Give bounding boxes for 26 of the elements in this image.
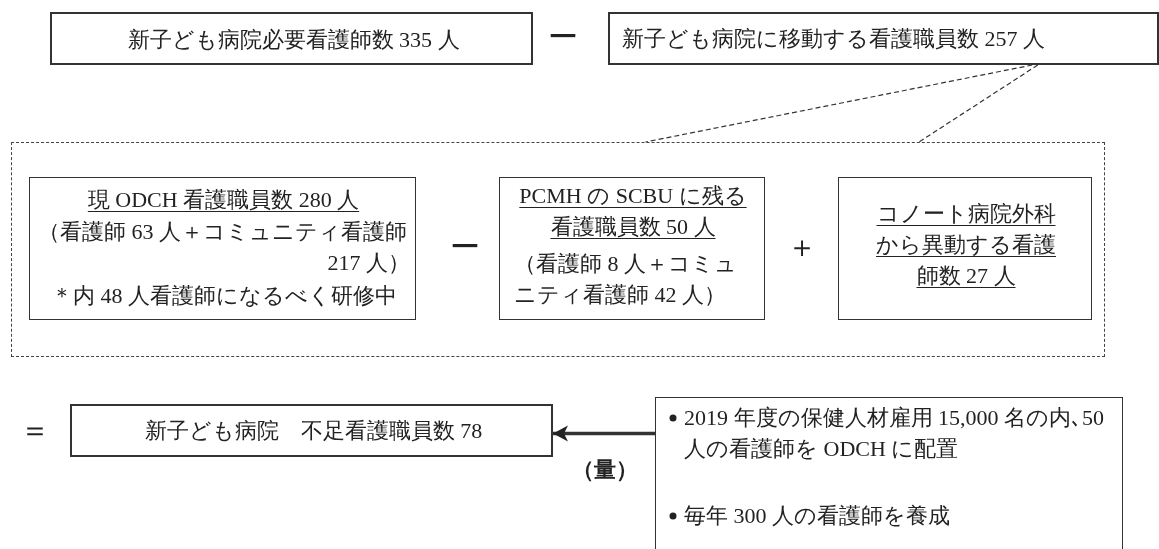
leader-line <box>918 64 1039 143</box>
note-box <box>655 397 1123 549</box>
process-box <box>29 177 416 320</box>
node-text: 新子ども病院 不足看護職員数 78 <box>143 417 484 445</box>
group-box <box>11 142 1105 357</box>
arrow <box>553 425 655 442</box>
heading-text: 現 ODCH 看護職員数 280 人 <box>86 186 361 214</box>
result-box <box>70 404 553 457</box>
operator-sign: ー <box>450 232 480 262</box>
operator-sign: ー <box>548 22 578 52</box>
node-text: 新子ども病院に移動する看護職員数 257 人 <box>621 25 1046 53</box>
bullet-item: 2019 年度の保健人材雇用 15,000 名の内､50 人の看護師を ODCH に配置 <box>684 404 1105 463</box>
leader-line <box>644 64 1033 143</box>
process-box <box>50 12 533 65</box>
heading-text: コノート病院外科から異動する看護師数 27 人 <box>875 200 1057 290</box>
operator-sign: ＋ <box>787 232 817 262</box>
node-text: ＊内 48 人看護師になるべく研修中 <box>50 282 398 310</box>
node-text: 新子ども病院必要看護師数 335 人 <box>126 26 461 54</box>
operator-sign: ＝ <box>20 415 50 445</box>
node-text: （看護師 63 人＋コミュニティ看護師 217 人） <box>38 218 410 277</box>
bullet-item: 毎年 300 人の看護師を養成 <box>684 502 951 530</box>
process-box <box>608 12 1159 65</box>
node-text: （看護師 8 人＋コミュニティ看護師 42 人） <box>514 250 738 309</box>
heading-text: PCMH の SCBU に残る看護職員数 50 人 <box>518 182 748 241</box>
process-box <box>838 177 1092 320</box>
process-box <box>499 177 765 320</box>
